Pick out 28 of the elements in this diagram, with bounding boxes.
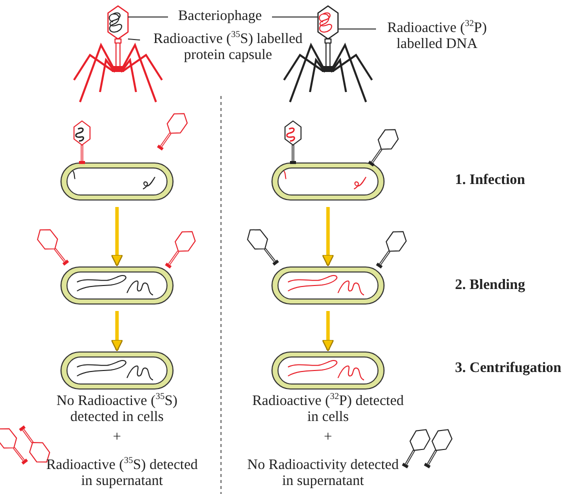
callout-text: Bacteriophage: [170, 8, 270, 24]
bacterium-drawing: [60, 351, 174, 390]
arrow: [110, 207, 124, 267]
bacterium-drawing: [60, 162, 174, 201]
plus-sign: +: [112, 429, 122, 445]
bacterium-drawing: [271, 266, 385, 305]
arrow: [322, 311, 334, 352]
result-text: No Radioactive ($^{35}$S) detected in cells: [56, 393, 178, 425]
result-text: No Radioactivity detected in supernatant: [246, 457, 400, 489]
leader-line: [128, 16, 168, 18]
step-label: 1. Infection: [455, 172, 526, 188]
arrow: [322, 207, 334, 267]
step-label: 3. Centrifugation: [455, 360, 562, 376]
callout-text: Radioactive ($^{35}$S) labelled protein capsule: [142, 31, 314, 63]
result-text: Radioactive ($^{32}$P) detected in cells: [251, 393, 405, 425]
phage-head: [107, 5, 129, 40]
leader-line: [128, 38, 140, 40]
step-label: 2. Blending: [455, 277, 526, 293]
phage-head: [317, 5, 339, 40]
arrow: [110, 311, 124, 352]
plus-sign: +: [322, 429, 334, 445]
callout-text: Radioactive ($^{32}$P) labelled DNA: [378, 20, 496, 52]
bacterium-drawing: [60, 266, 174, 305]
leader-line: [338, 28, 376, 30]
result-text: Radioactive ($^{35}$S) detected in supernatant: [45, 457, 199, 489]
leader-line: [272, 16, 318, 18]
bacterium-drawing: [271, 162, 385, 201]
bacterium-drawing: [271, 351, 385, 390]
